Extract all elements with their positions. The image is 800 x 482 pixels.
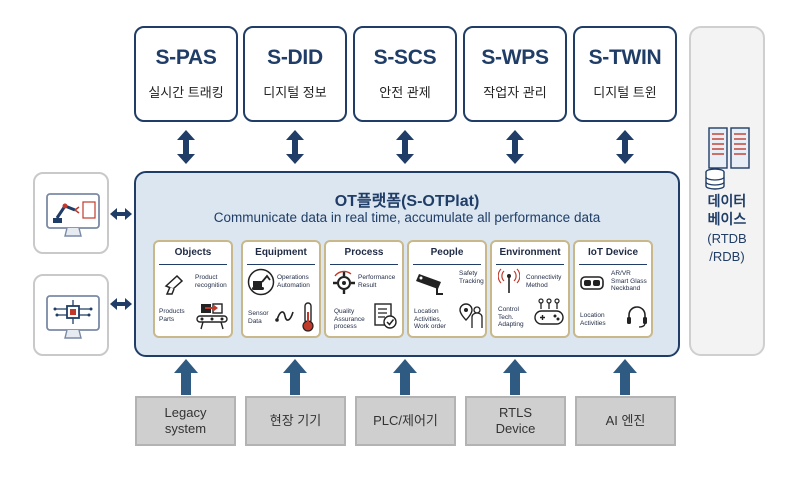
double-arrow-icon <box>616 130 634 164</box>
category-item-label: AR/VR Smart Glass Neckband <box>611 270 647 292</box>
category-item-label: Location Activities <box>580 312 606 327</box>
network-controller-icon <box>534 298 564 325</box>
double-arrow-icon <box>286 130 304 164</box>
category-card-equipment: Equipment Operations Automation Sensor D… <box>241 240 321 338</box>
category-card-people: People Safety Tracking Location Activiti… <box>407 240 487 338</box>
location-person-icon <box>459 303 483 328</box>
category-title: Process <box>344 247 384 258</box>
category-title: Objects <box>174 247 212 258</box>
divider <box>159 264 227 265</box>
barcode-scanner-icon <box>164 274 184 295</box>
category-title: People <box>430 247 464 258</box>
antenna-signal-icon <box>498 268 520 293</box>
service-label: 작업자 관리 <box>483 85 547 100</box>
database-panel: 데이터 베이스 (RTDB /RDB) <box>689 26 765 356</box>
headset-icon <box>627 306 647 328</box>
security-camera-icon <box>416 274 443 295</box>
category-title: Environment <box>499 247 561 258</box>
excavator-icon <box>247 268 275 296</box>
service-box-s-scs: S-SCS 안전 관제 <box>353 26 457 122</box>
vr-headset-icon <box>580 276 604 290</box>
ot-platform-panel: OT플랫폼(S-OTPlat) Communicate data in real… <box>134 171 680 357</box>
source-box-field-device: 현장 기기 <box>245 396 346 446</box>
conveyor-belt-icon <box>196 303 228 330</box>
up-arrow-icon <box>174 359 198 395</box>
service-label: 실시간 트래킹 <box>148 85 224 100</box>
source-box-legacy-system: Legacy system <box>135 396 236 446</box>
sensor-signal-icon <box>275 311 294 322</box>
service-code: S-WPS <box>481 46 549 69</box>
service-code: S-DID <box>267 46 323 69</box>
service-box-s-did: S-DID 디지털 정보 <box>243 26 347 122</box>
double-arrow-horizontal-icon <box>110 208 132 220</box>
database-server-icon <box>705 127 750 190</box>
divider <box>496 264 564 265</box>
category-item-label: Products Parts <box>159 308 185 323</box>
gear-arrows-icon <box>333 270 355 294</box>
category-item-label: Quality Assurance process <box>334 308 365 330</box>
robot-arm-box <box>33 172 109 254</box>
service-code: S-TWIN <box>588 46 662 69</box>
divider <box>247 264 315 265</box>
category-item-label: Location Activities, Work order <box>414 308 447 330</box>
category-title: Equipment <box>255 247 307 258</box>
service-box-s-pas: S-PAS 실시간 트래킹 <box>134 26 238 122</box>
category-card-process: Process Performance Result Quality Assur… <box>324 240 404 338</box>
source-box-ai-engine: AI 엔진 <box>575 396 676 446</box>
service-code: S-PAS <box>155 46 217 69</box>
service-label: 디지털 트윈 <box>593 85 657 100</box>
platform-subtitle: Communicate data in real time, accumulat… <box>213 210 601 225</box>
robot-arm-monitor-icon <box>46 193 100 237</box>
up-arrow-icon <box>283 359 307 395</box>
double-arrow-icon <box>506 130 524 164</box>
service-box-s-wps: S-WPS 작업자 관리 <box>463 26 567 122</box>
up-arrow-icon <box>503 359 527 395</box>
thermometer-icon <box>302 302 314 332</box>
category-item-label: Sensor Data <box>248 310 269 325</box>
category-card-environment: Environment Connectivity Method Control … <box>490 240 570 338</box>
category-item-label: Product recognition <box>195 274 227 289</box>
divider <box>579 264 647 265</box>
service-label: 디지털 정보 <box>263 85 327 100</box>
database-subtitle: (RTDB /RDB) <box>707 231 747 264</box>
double-arrow-icon <box>177 130 195 164</box>
circuit-monitor-box <box>33 274 109 356</box>
category-item-label: Connectivity Method <box>526 274 562 289</box>
circuit-monitor-icon <box>46 295 100 339</box>
category-item-label: Operations Automation <box>277 274 310 289</box>
service-label: 안전 관제 <box>379 85 431 100</box>
source-box-plc-controller: PLC/제어기 <box>355 396 456 446</box>
category-title: IoT Device <box>587 247 639 258</box>
category-card-iot-device: IoT Device AR/VR Smart Glass Neckband Lo… <box>573 240 653 338</box>
checklist-document-icon <box>374 303 397 329</box>
divider <box>413 264 481 265</box>
category-card-objects: Objects Product recognition Products Par… <box>153 240 233 338</box>
database-title: 데이터 베이스 <box>707 193 747 227</box>
up-arrow-icon <box>393 359 417 395</box>
source-box-rtls-device: RTLS Device <box>465 396 566 446</box>
divider <box>330 264 398 265</box>
category-item-label: Performance Result <box>358 274 396 289</box>
double-arrow-horizontal-icon <box>110 298 132 310</box>
service-code: S-SCS <box>373 46 437 69</box>
platform-title: OT플랫폼(S-OTPlat) <box>334 193 480 210</box>
double-arrow-icon <box>396 130 414 164</box>
service-box-s-twin: S-TWIN 디지털 트윈 <box>573 26 677 122</box>
category-item-label: Safety Tracking <box>459 270 484 285</box>
up-arrow-icon <box>613 359 637 395</box>
category-item-label: Control Tech. Adapting <box>498 306 524 328</box>
